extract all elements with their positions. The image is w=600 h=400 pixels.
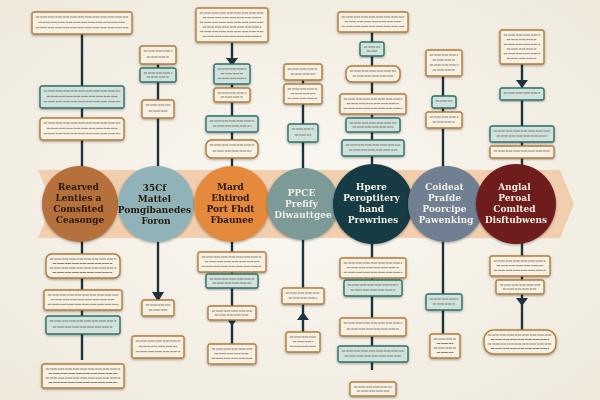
flow-box <box>213 87 251 103</box>
stage-3-line: Port Fhdt <box>206 205 255 215</box>
stage-1-line: Ceasonge <box>56 216 105 226</box>
stage-circle-2 <box>118 166 194 242</box>
flow-box <box>489 145 555 159</box>
flow-box <box>141 99 175 119</box>
stage-5-line: Peroptitery <box>343 194 400 204</box>
stage-2-line: Pomgibanedes <box>118 206 191 216</box>
flow-box <box>45 253 121 279</box>
stage-2-label: 35Cf Mattel Pomgibanedes Foron <box>118 184 194 227</box>
flow-box <box>45 315 121 335</box>
flow-box <box>205 139 259 159</box>
stage-2-line: Foron <box>141 217 171 227</box>
stage-circle-4 <box>267 168 339 240</box>
stage-5-line: hand <box>359 205 385 215</box>
stage-circle-5 <box>333 164 413 244</box>
stage-6-line: Pawenking <box>419 216 475 226</box>
flow-box <box>31 11 133 35</box>
stage-7-line: Disftubwens <box>485 216 547 226</box>
flow-box <box>205 115 259 133</box>
flow-box <box>429 333 461 359</box>
flow-box <box>131 335 185 359</box>
stage-1-line: Lenties a <box>55 194 101 204</box>
flow-box <box>287 123 319 143</box>
flow-box <box>213 63 251 85</box>
flow-box <box>359 41 385 57</box>
box-scribble-text <box>35 12 553 392</box>
flow-box <box>207 305 257 321</box>
stage-circle-7 <box>476 164 556 244</box>
stage-5-line: Prewrines <box>348 216 398 226</box>
flow-box <box>141 299 175 317</box>
stage-3-label: Mard Ehtirod Port Fhdt Fbaunee <box>206 183 257 226</box>
stage-circle-1 <box>42 166 118 242</box>
stage-5-label: Hpere Peroptitery hand Prewrines <box>343 183 403 226</box>
stage-7-line: Peroal <box>498 194 531 204</box>
stage-1-line: Comsfited <box>53 205 104 215</box>
stage-3-line: Fbaunee <box>210 216 253 226</box>
flow-box <box>39 117 125 141</box>
stage-circles <box>42 164 556 244</box>
flow-box <box>499 87 545 101</box>
stage-2-line: 35Cf <box>143 184 168 194</box>
stage-4-label: PPCE Prefify Diwauttgee <box>274 189 332 221</box>
flow-box <box>345 117 401 133</box>
flow-box <box>483 329 557 355</box>
flow-box <box>489 125 555 143</box>
flow-box <box>425 293 463 311</box>
stage-7-label: Anglal Peroal Comlted Disftubwens <box>485 183 547 226</box>
flow-box <box>495 279 545 295</box>
flow-box <box>339 317 407 337</box>
flow-box <box>425 111 463 129</box>
stage-7-line: Comlted <box>493 205 536 215</box>
stage-3-line: Mard <box>217 183 245 193</box>
stage-6-line: Prafde <box>428 194 462 204</box>
flow-box <box>195 7 269 43</box>
flow-box <box>431 95 457 109</box>
flow-box <box>41 363 125 389</box>
stage-1-line: Rearved <box>58 183 100 193</box>
flow-box <box>425 49 463 77</box>
stage-3-line: Ehtirod <box>211 194 250 204</box>
flow-box <box>345 65 401 83</box>
stage-6-line: Coideat <box>425 183 464 193</box>
flow-box <box>39 85 125 109</box>
stage-6-label: Coideat Prafde Poorcipe Pawenking <box>419 183 475 226</box>
flow-box <box>343 279 403 297</box>
flow-box <box>139 45 177 65</box>
stage-2-line: Mattel <box>138 195 172 205</box>
stage-circle-6 <box>408 166 484 242</box>
stage-4-line: PPCE <box>288 189 316 199</box>
flow-box <box>337 345 409 363</box>
stage-6-line: Poorcipe <box>422 205 466 215</box>
flow-box <box>283 63 323 81</box>
flow-box <box>139 67 177 83</box>
stage-4-line: Prefify <box>285 200 319 210</box>
stage-labels: Rearved Lenties a Comsfited Ceasonge 35C… <box>53 183 547 227</box>
flow-box <box>499 29 545 65</box>
stage-4-line: Diwauttgee <box>274 211 332 221</box>
flow-box <box>341 139 405 157</box>
stage-circle-3 <box>194 166 270 242</box>
flow-box <box>205 273 259 289</box>
stage-1-label: Rearved Lenties a Comsfited Ceasonge <box>53 183 107 226</box>
stage-7-line: Anglal <box>497 183 531 193</box>
stage-5-line: Hpere <box>356 183 387 193</box>
flow-box <box>349 381 397 397</box>
flow-box <box>281 287 325 305</box>
